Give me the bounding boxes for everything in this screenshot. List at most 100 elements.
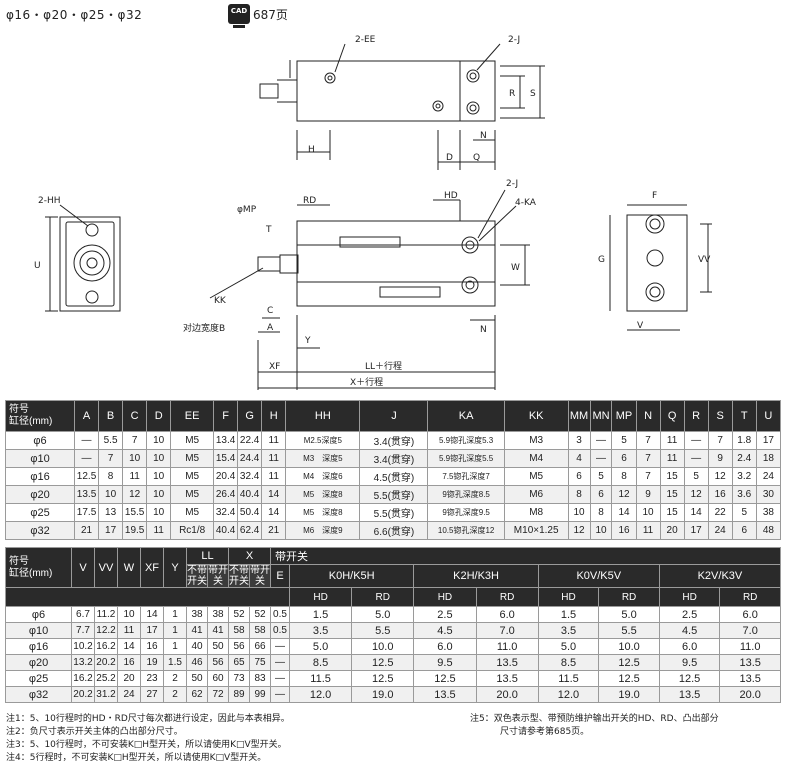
note-1: 注1：5、10行程时的HD・RD尺寸每次都进行设定，因此与本表相异。 [6,714,290,724]
bore-cell: φ10 [4,449,76,468]
value-cell: 50.4 [237,503,263,522]
table2-col-xf: XF [140,547,164,588]
footnotes-right: 注5：双色表示型、带预防维护输出开关的HD、RD、凸出部分 尺寸请参考第685页… [470,713,719,739]
table2-rd-0: RD [351,587,415,607]
value-cell: 14 [261,485,287,504]
value-cell: 6.0 [719,606,781,623]
value-cell: 13.5 [719,670,781,687]
value-cell: 41 [186,622,208,639]
value-cell: 89 [228,686,250,703]
value-cell: 13.5 [475,670,539,687]
value-cell: 60 [207,670,229,687]
value-cell: 20.2 [71,686,95,703]
value-cell: 58 [249,622,271,639]
value-cell: 6.6(贯穿) [359,521,429,540]
bore-cell: φ16 [5,638,72,655]
value-cell: 13.5 [658,686,721,703]
value-cell: 14 [117,638,141,655]
value-cell: 10 [146,485,172,504]
value-cell: 9锪孔深度8.5 [427,485,505,504]
value-cell: 16 [117,654,141,671]
table2-switch-group-2: K0V/K5V [537,564,660,588]
value-cell: 18 [755,449,782,468]
value-cell: 12.5 [351,670,415,687]
value-cell: 11.0 [719,638,781,655]
value-cell: 12 [567,521,591,540]
value-cell: — [683,449,709,468]
table1-symbol-label: 符号 [9,404,29,415]
value-cell: 12.5 [351,654,415,671]
value-cell: 1 [163,638,187,655]
note-3: 注3：5、10行程时，不可安装K□H型开关，所以请使用K□V型开关。 [6,740,287,750]
label-vv: VV [698,255,711,265]
value-cell: 21 [74,521,100,540]
table1-col-g: G [237,400,263,432]
value-cell: 2.5 [658,606,721,623]
value-cell: 32.4 [237,467,263,486]
value-cell: 5.9锪孔深度5.5 [427,449,505,468]
value-cell: 20.2 [94,654,118,671]
value-cell: 6.0 [475,606,539,623]
value-cell: M2.5深度5 [285,431,361,450]
value-cell: 27 [140,686,164,703]
label-xf: XF [269,362,280,372]
label-n-mid: N [480,325,487,335]
value-cell: 24.4 [237,449,263,468]
value-cell: 3.6 [731,485,757,504]
value-cell: 16.2 [94,638,118,655]
value-cell: M8 [503,503,569,522]
value-cell: 5 [683,467,709,486]
value-cell: 16 [140,638,164,655]
table1-col-kk: KK [503,400,569,432]
value-cell: 2 [163,670,187,687]
value-cell: 11 [659,449,685,468]
table2-rd-1: RD [475,587,539,607]
bore-cell: φ25 [4,503,76,522]
table2-switch-head: 带开关 [270,547,781,565]
value-cell: 38 [186,606,208,623]
cad-reference[interactable]: CAD 687页 [228,4,288,28]
table1-col-r: R [683,400,709,432]
label-n-top: N [480,131,487,141]
value-cell: 6 [589,485,613,504]
value-cell: 5.5 [598,622,660,639]
value-cell: 2.5 [413,606,477,623]
value-cell: 20 [659,521,685,540]
value-cell: 11 [261,431,287,450]
note-5a: 注5：双色表示型、带预防维护输出开关的HD、RD、凸出部分 [470,714,719,724]
value-cell: 12.5 [74,467,100,486]
value-cell: 19.0 [351,686,415,703]
value-cell: M6 [503,485,569,504]
label-2hh: 2-HH [38,196,61,206]
label-a: A [267,323,274,333]
value-cell: 10 [567,503,591,522]
value-cell: 16 [611,521,637,540]
cad-page-link[interactable]: 687页 [253,7,288,22]
value-cell: 7.7 [71,622,95,639]
table1-col-b: B [98,400,124,432]
value-cell: 13 [98,503,124,522]
value-cell: 11.0 [475,638,539,655]
value-cell: 8.5 [288,654,353,671]
technical-drawing: 2-EE 2-J R S H D Q N 2-HH U RD HD 2-J 4-… [34,35,712,390]
value-cell: M5 [170,503,215,522]
label-ll-stroke: LL＋行程 [365,360,402,372]
value-cell: 16.2 [71,670,95,687]
value-cell: 40 [186,638,208,655]
value-cell: 10.5锪孔深度12 [427,521,505,540]
value-cell: — [589,449,613,468]
value-cell: 15.5 [122,503,148,522]
value-cell: 8 [98,467,124,486]
table1-col-ee: EE [170,400,215,432]
value-cell: — [270,654,290,671]
value-cell: 1 [163,622,187,639]
table2-group-x: X [228,547,271,565]
value-cell: 5 [731,503,757,522]
value-cell: 12 [683,485,709,504]
value-cell: 11 [122,467,148,486]
